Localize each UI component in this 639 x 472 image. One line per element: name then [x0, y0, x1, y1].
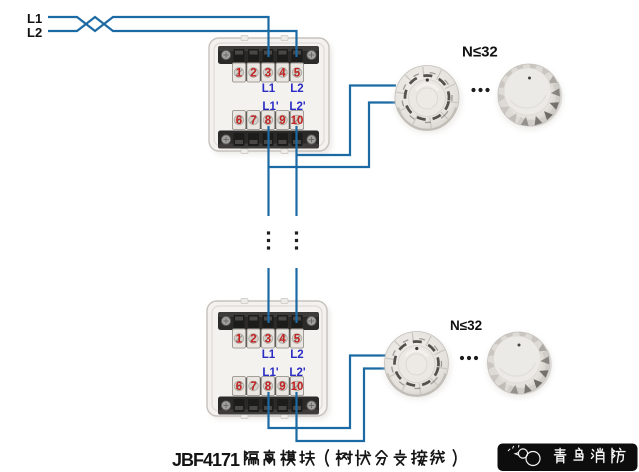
svg-text:L2: L2 [290, 349, 303, 361]
svg-text:2: 2 [250, 334, 256, 346]
svg-text:10: 10 [291, 115, 304, 127]
svg-text:7: 7 [250, 115, 256, 127]
svg-text:10: 10 [291, 381, 304, 393]
svg-text:5: 5 [294, 68, 301, 80]
svg-text:L1': L1' [262, 367, 278, 379]
svg-text:L1: L1 [27, 11, 42, 26]
svg-text:L2: L2 [27, 25, 42, 40]
svg-text:N≤32: N≤32 [450, 318, 482, 333]
svg-text:4: 4 [279, 68, 286, 80]
svg-text:L1': L1' [262, 101, 278, 113]
svg-text:3: 3 [265, 334, 271, 346]
svg-text:L2: L2 [290, 83, 303, 95]
svg-text:3: 3 [265, 68, 271, 80]
svg-text:7: 7 [250, 381, 256, 393]
svg-text:L1: L1 [262, 349, 276, 361]
svg-text:6: 6 [236, 115, 242, 127]
svg-text:8: 8 [265, 381, 272, 393]
svg-text:1: 1 [236, 68, 243, 80]
svg-text:JBF4171: JBF4171 [172, 450, 240, 470]
svg-text:N≤32: N≤32 [462, 44, 498, 61]
svg-text:1: 1 [236, 334, 243, 346]
svg-text:5: 5 [294, 334, 301, 346]
svg-text:L2': L2' [289, 367, 305, 379]
svg-text:8: 8 [265, 115, 272, 127]
svg-text:4: 4 [279, 334, 286, 346]
svg-text:9: 9 [279, 381, 285, 393]
svg-text:L1: L1 [262, 83, 276, 95]
svg-text:9: 9 [279, 115, 285, 127]
svg-text:2: 2 [250, 68, 256, 80]
svg-text:L2': L2' [289, 101, 305, 113]
svg-text:6: 6 [236, 381, 242, 393]
